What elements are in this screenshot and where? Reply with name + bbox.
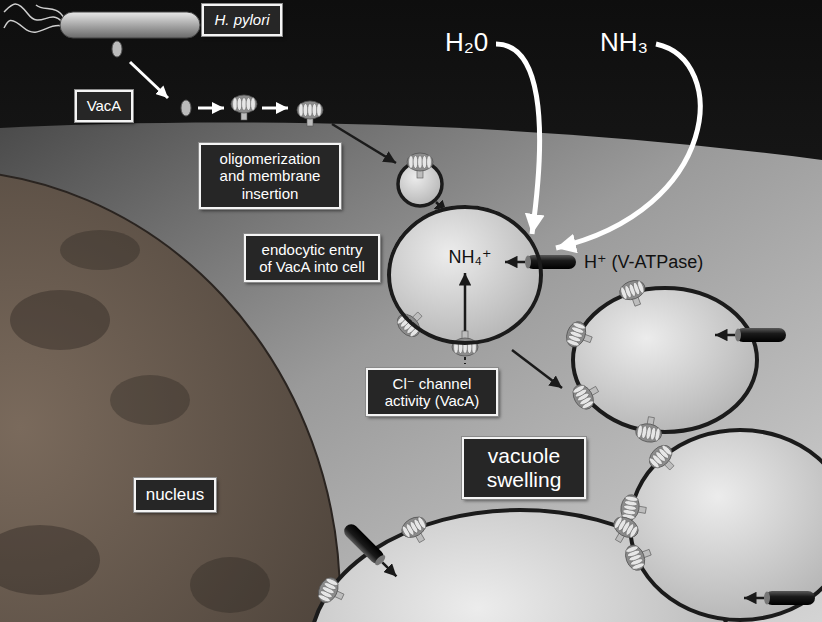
vaca-oligomer bbox=[645, 441, 681, 477]
step-label: oligomerization and membrane insertion bbox=[199, 143, 341, 209]
v-atpase bbox=[341, 521, 401, 581]
chromatin bbox=[0, 525, 100, 595]
vaca-oligomer bbox=[563, 319, 595, 352]
v-atpase bbox=[744, 591, 815, 605]
vaca-oligomer bbox=[622, 540, 654, 573]
flow-arrow bbox=[332, 124, 396, 163]
node-text: Cl⁻ channel activity (VacA) bbox=[378, 375, 486, 410]
toxin-label: VacA bbox=[75, 90, 134, 121]
vaca-oligomer bbox=[607, 513, 642, 548]
organelle-label: nucleus bbox=[134, 478, 217, 512]
flagellum bbox=[4, 4, 62, 22]
flow-arrow bbox=[512, 350, 562, 388]
v-atpase bbox=[715, 328, 786, 342]
flagellum bbox=[36, 5, 64, 18]
vaca-oligomer bbox=[297, 101, 323, 126]
swollen-vacuole bbox=[573, 288, 757, 432]
vaca-monomer bbox=[112, 41, 122, 57]
vaca-monomer bbox=[181, 100, 191, 116]
step-label: endocytic entry of VacA into cell bbox=[244, 234, 380, 283]
vaca-oligomer bbox=[617, 277, 650, 309]
chromatin bbox=[60, 230, 140, 270]
outcome-label: vacuole swelling bbox=[462, 437, 586, 499]
molecule-label: H₂0 bbox=[445, 28, 488, 58]
node-text: oligomerization and membrane insertion bbox=[211, 150, 329, 202]
flow-arrow bbox=[198, 107, 224, 110]
vaca-oligomer bbox=[231, 95, 257, 120]
influx-arrow bbox=[556, 44, 700, 248]
influx-arrow bbox=[496, 44, 540, 234]
vaca-oligomer bbox=[315, 575, 349, 609]
swollen-vacuole bbox=[630, 430, 822, 620]
vaca-oligomer bbox=[569, 378, 604, 413]
chromatin bbox=[190, 557, 270, 613]
node-text: endocytic entry of VacA into cell bbox=[256, 241, 368, 276]
channel-line bbox=[464, 357, 466, 364]
chromatin bbox=[110, 375, 190, 425]
vacuole-lumen bbox=[387, 205, 543, 345]
bacterium bbox=[4, 4, 200, 38]
vacuole: NH₄⁺ bbox=[387, 205, 543, 345]
vacuole-membrane bbox=[389, 207, 541, 343]
node-text: VacA bbox=[87, 97, 122, 114]
vaca-oligomer bbox=[398, 513, 433, 548]
chromatin bbox=[10, 290, 110, 350]
molecule-label: NH₃ bbox=[600, 28, 648, 58]
vaca-oligomer bbox=[407, 153, 433, 178]
organism-label: H. pylori bbox=[202, 4, 281, 35]
node-text: NH₄⁺ bbox=[449, 247, 492, 268]
pump-label: H⁺ (V-ATPase) bbox=[584, 252, 703, 273]
bacterium-body bbox=[60, 12, 200, 38]
vaca-oligomer bbox=[634, 415, 664, 444]
node-text: nucleus bbox=[146, 485, 205, 505]
flow-arrow bbox=[130, 62, 168, 98]
node-text: H. pylori bbox=[214, 11, 269, 28]
vacuole-outline bbox=[387, 205, 543, 345]
step-label: Cl⁻ channel activity (VacA) bbox=[366, 368, 498, 417]
node-text: vacuole swelling bbox=[474, 444, 574, 492]
flow-arrow bbox=[262, 107, 288, 110]
flagellum bbox=[4, 20, 62, 32]
